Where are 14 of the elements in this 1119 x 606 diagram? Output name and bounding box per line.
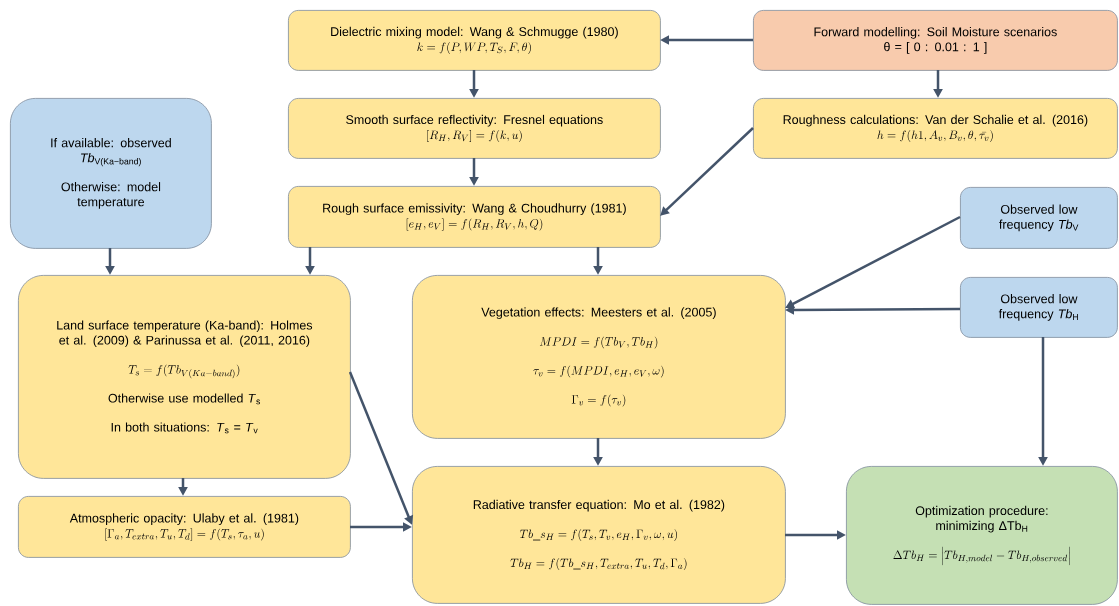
input-box: If available: observed Tb$_{V(Ka−band)}$ Otherwise: model temperature xyxy=(10,98,212,249)
input-box: Observed low frequency Tb$_{V}$ xyxy=(960,187,1118,249)
process-box: Radiative transfer equation: Mo et al. (1982) $Tb\_s_H = f(T_s, T_v, e_H, \Gamma_v, \omega, u)$ $Tb_H = f(Tb\_s_H, T_{extra}, T_u, T_d, \Gamma_a)$ xyxy=(412,466,786,604)
output-box: Optimization procedure: minimizing ΔTb$_{H}$ $\Delta Tb_H = \left|Tb_{H,model} - Tb_{H,observed}\right|$ xyxy=(846,466,1118,605)
process-box: Rough surface emissivity: Wang & Choudhurry (1981) $[e_H, e_V] = f(R_H, R_V, h, Q)$ xyxy=(288,186,661,248)
input-box: Observed low frequency Tb$_{H}$ xyxy=(960,277,1118,338)
process-box: Smooth surface reflectivity: Fresnel equations $[R_H, R_V] = f(k, u)$ xyxy=(288,98,661,159)
process-box: Roughness calculations: Van der Schalie et al. (2016) $h = f(h1, A_v, B_v, \mathrm{\theta}, \bar{\tau_v})$ xyxy=(753,98,1118,159)
process-box: Land surface temperature (Ka-band): Holmes et al. (2009) & Parinussa et al. (2011, 2016) $T_s = f(Tb_{V(Ka-band)})$ Otherwise use modelled T$_{s}$ In both situations: T$_{s}$ = T$_{v}$ xyxy=(18,275,351,479)
process-box: Dielectric mixing model: Wang & Schmugge (1980) $k = f(P, WP, T_S, F, \mathrm{\theta})$ xyxy=(288,10,661,71)
process-box: Vegetation effects: Meesters et al. (2005) $MPDI = f(Tb_V, Tb_H)$ $\tau_v = f(MPDI, e_H, e_V, \omega)$ $\Gamma_v = f(\tau_v)$ xyxy=(412,275,786,439)
input-box: Forward modelling: Soil Moisture scenarios θ = [ 0 : 0.01 : 1 ] xyxy=(753,10,1118,71)
process-box: Atmospheric opacity: Ulaby et al. (1981) $[\Gamma_a, T_{extra}, T_u, T_d] = f(T_s, \tau_a, u)$ xyxy=(18,496,351,558)
arrow xyxy=(660,127,754,216)
